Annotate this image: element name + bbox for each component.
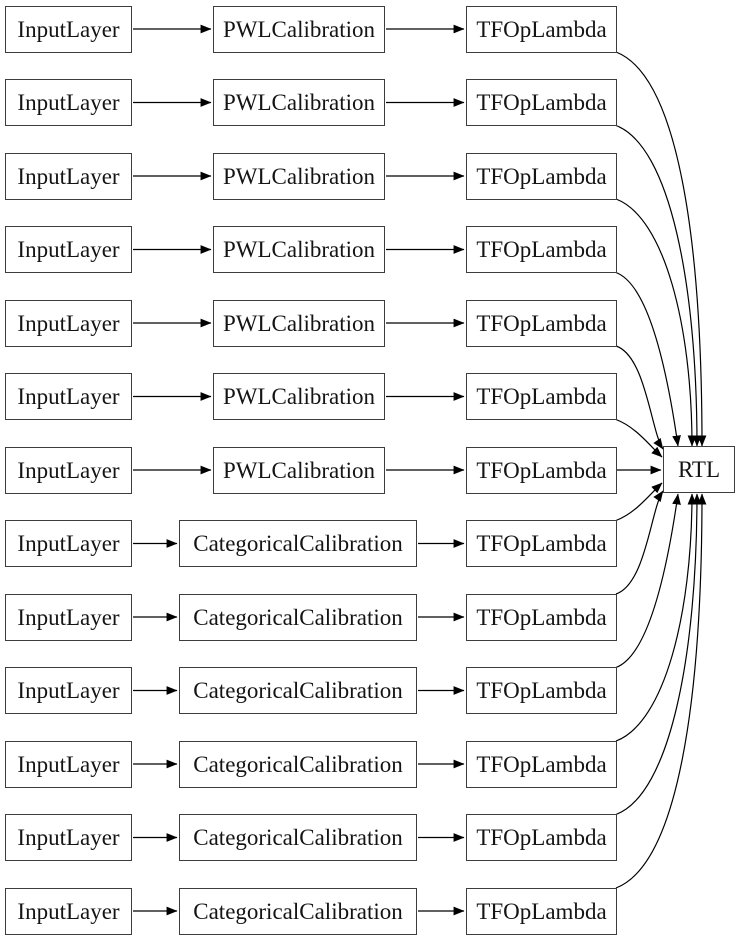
diagram-row-4: InputLayer PWLCalibration TFOpLambda <box>0 226 741 273</box>
node-rtl: RTL <box>663 446 735 493</box>
diagram-row-6: InputLayer PWLCalibration TFOpLambda <box>0 373 741 420</box>
node-inputlayer: InputLayer <box>5 740 132 788</box>
node-categoricalcalibration: CategoricalCalibration <box>179 520 417 567</box>
node-inputlayer: InputLayer <box>5 593 132 641</box>
node-pwlcalibration: PWLCalibration <box>213 373 385 420</box>
node-pwlcalibration: PWLCalibration <box>213 79 385 126</box>
node-inputlayer: InputLayer <box>5 79 132 126</box>
node-inputlayer: InputLayer <box>5 5 132 53</box>
node-categoricalcalibration: CategoricalCalibration <box>179 814 417 861</box>
node-inputlayer: InputLayer <box>5 520 132 567</box>
node-pwlcalibration: PWLCalibration <box>213 226 385 273</box>
node-inputlayer: InputLayer <box>5 226 132 273</box>
node-inputlayer: InputLayer <box>5 152 132 200</box>
node-categoricalcalibration: CategoricalCalibration <box>179 593 417 641</box>
node-categoricalcalibration: CategoricalCalibration <box>179 740 417 788</box>
diagram-row-8: InputLayer CategoricalCalibration TFOpLa… <box>0 520 741 567</box>
diagram-row-3: InputLayer PWLCalibration TFOpLambda <box>0 152 741 200</box>
node-tfoplambda: TFOpLambda <box>466 446 617 494</box>
node-inputlayer: InputLayer <box>5 446 132 494</box>
node-inputlayer: InputLayer <box>5 814 132 861</box>
diagram-row-13: InputLayer CategoricalCalibration TFOpLa… <box>0 887 741 935</box>
node-categoricalcalibration: CategoricalCalibration <box>179 887 417 935</box>
node-tfoplambda: TFOpLambda <box>466 667 617 714</box>
node-tfoplambda: TFOpLambda <box>466 814 617 861</box>
node-tfoplambda: TFOpLambda <box>466 887 617 935</box>
node-inputlayer: InputLayer <box>5 373 132 420</box>
diagram-row-5: InputLayer PWLCalibration TFOpLambda <box>0 299 741 347</box>
diagram-row-2: InputLayer PWLCalibration TFOpLambda <box>0 79 741 126</box>
diagram-row-11: InputLayer CategoricalCalibration TFOpLa… <box>0 740 741 788</box>
node-inputlayer: InputLayer <box>5 887 132 935</box>
node-inputlayer: InputLayer <box>5 667 132 714</box>
node-tfoplambda: TFOpLambda <box>466 226 617 273</box>
node-tfoplambda: TFOpLambda <box>466 152 617 200</box>
node-tfoplambda: TFOpLambda <box>466 520 617 567</box>
node-pwlcalibration: PWLCalibration <box>213 299 385 347</box>
node-tfoplambda: TFOpLambda <box>466 299 617 347</box>
diagram-row-10: InputLayer CategoricalCalibration TFOpLa… <box>0 667 741 714</box>
node-tfoplambda: TFOpLambda <box>466 79 617 126</box>
node-tfoplambda: TFOpLambda <box>466 373 617 420</box>
node-tfoplambda: TFOpLambda <box>466 593 617 641</box>
node-pwlcalibration: PWLCalibration <box>213 446 385 494</box>
node-tfoplambda: TFOpLambda <box>466 5 617 53</box>
diagram-row-7: InputLayer PWLCalibration TFOpLambda <box>0 446 741 494</box>
diagram-row-9: InputLayer CategoricalCalibration TFOpLa… <box>0 593 741 641</box>
node-categoricalcalibration: CategoricalCalibration <box>179 667 417 714</box>
node-tfoplambda: TFOpLambda <box>466 740 617 788</box>
diagram-row-12: InputLayer CategoricalCalibration TFOpLa… <box>0 814 741 861</box>
node-inputlayer: InputLayer <box>5 299 132 347</box>
node-pwlcalibration: PWLCalibration <box>213 5 385 53</box>
node-pwlcalibration: PWLCalibration <box>213 152 385 200</box>
diagram-row-1: InputLayer PWLCalibration TFOpLambda <box>0 5 741 53</box>
